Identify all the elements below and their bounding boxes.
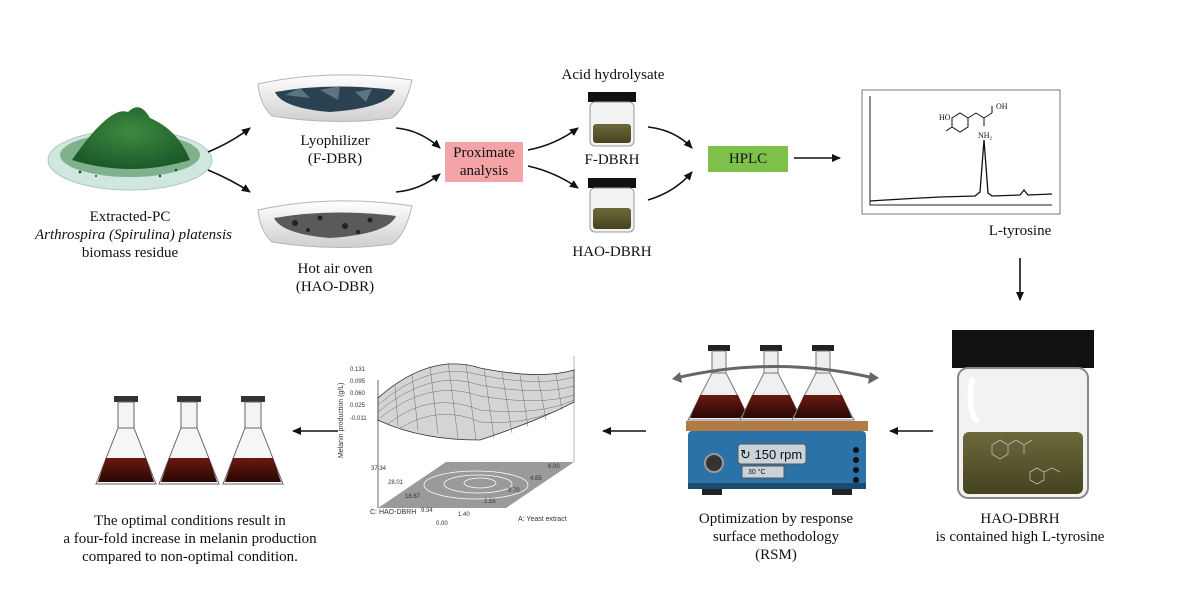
x-tick: 4.85 — [530, 476, 542, 482]
arrow-hao-to-hplc — [647, 171, 693, 201]
z-tick: 0.095 — [350, 379, 366, 385]
conclusion-label: The optimal conditions result in a four-… — [63, 513, 317, 565]
hao-dbrh-large-jar-icon — [952, 330, 1094, 499]
z-tick: -0.011 — [350, 416, 367, 422]
hplc-box: HPLC — [708, 146, 788, 172]
rsm-surface-plot: 0.131 0.095 0.060 0.025 -0.011 Melanin p… — [338, 356, 575, 527]
flow-arrows — [207, 126, 1024, 435]
structure-oh-label: OH — [996, 102, 1008, 111]
y-tick: 9.34 — [421, 508, 433, 514]
x-axis-label: A: Yeast extract — [518, 516, 567, 523]
shaker-temp-label: 30 °C — [748, 469, 766, 476]
oven-dried-biomass-bowl-icon — [257, 200, 413, 249]
structure-nh2-label: NH₂ — [978, 131, 993, 140]
shaker-flasks — [687, 345, 855, 421]
orbital-shaker-icon — [672, 345, 879, 495]
z-tick: 0.060 — [350, 391, 366, 397]
f-dbrh-label: F-DBRH — [584, 152, 640, 168]
hao-dbrh-label: HAO-DBRH — [572, 244, 652, 260]
tyrosine-structure-icon — [945, 106, 993, 133]
arrow-to-f-dbrh — [527, 127, 579, 151]
arrow-oven-to-proximate — [395, 173, 441, 193]
z-axis-ticks: 0.131 0.095 0.060 0.025 -0.011 — [350, 367, 367, 422]
shaker-knob-icon — [704, 453, 724, 473]
acid-hydrolysate-label: Acid hydrolysate — [561, 67, 665, 83]
z-axis-label: Melanin production (g/L) — [338, 383, 345, 459]
x-tick: 3.70 — [508, 488, 520, 494]
arrow-to-hao-dbrh — [527, 165, 579, 189]
y-tick: 18.67 — [405, 494, 421, 500]
spirulina-dish-icon — [47, 107, 213, 191]
z-tick: 0.025 — [350, 403, 366, 409]
x-tick: 1.40 — [458, 512, 470, 518]
rsm-label: Optimization by response surface methodo… — [698, 511, 854, 563]
z-tick: 0.131 — [350, 367, 366, 373]
x-axis-ticks: 1.40 2.55 3.70 4.85 6.00 — [458, 464, 560, 518]
y-tick: 28.01 — [388, 480, 404, 486]
y-axis-ticks: 0.00 9.34 18.67 28.01 37.34 — [371, 466, 448, 527]
chromatogram-trace — [869, 139, 1053, 202]
lyophilizer-label: Lyophilizer (F-DBR) — [300, 133, 370, 167]
y-axis-label: C: HAO-DBRH — [370, 509, 416, 516]
hplc-chromatogram — [861, 89, 1061, 215]
f-dbrh-jar-icon — [588, 92, 636, 147]
arrow-to-lyophilizer — [207, 127, 251, 153]
residue-label: Extracted-PC Arthrospira (Spirulina) pla… — [35, 209, 232, 261]
arrow-to-oven — [207, 169, 251, 193]
shaker-display — [737, 443, 807, 465]
arrow-lyo-to-proximate — [395, 127, 441, 149]
l-tyrosine-label: L-tyrosine — [988, 223, 1052, 239]
hao-dbrh-jar-icon — [588, 178, 636, 233]
hot-air-oven-label: Hot air oven (HAO-DBR) — [295, 261, 375, 295]
jar-result-label: HAO-DBRH is contained high L-tyrosine — [935, 511, 1105, 545]
y-tick: 0.00 — [436, 521, 448, 527]
melanin-flasks-icon — [95, 396, 284, 485]
x-tick: 6.00 — [548, 464, 560, 470]
structure-ho-label: HO — [939, 113, 951, 122]
x-tick: 2.55 — [484, 499, 496, 505]
proximate-analysis-box: Proximate analysis — [445, 142, 523, 182]
lyophilized-biomass-bowl-icon — [257, 74, 413, 123]
arrow-f-to-hplc — [647, 126, 693, 149]
shaker-speed-label: ↻ 150 rpm — [740, 447, 803, 462]
y-tick: 37.34 — [371, 466, 387, 472]
